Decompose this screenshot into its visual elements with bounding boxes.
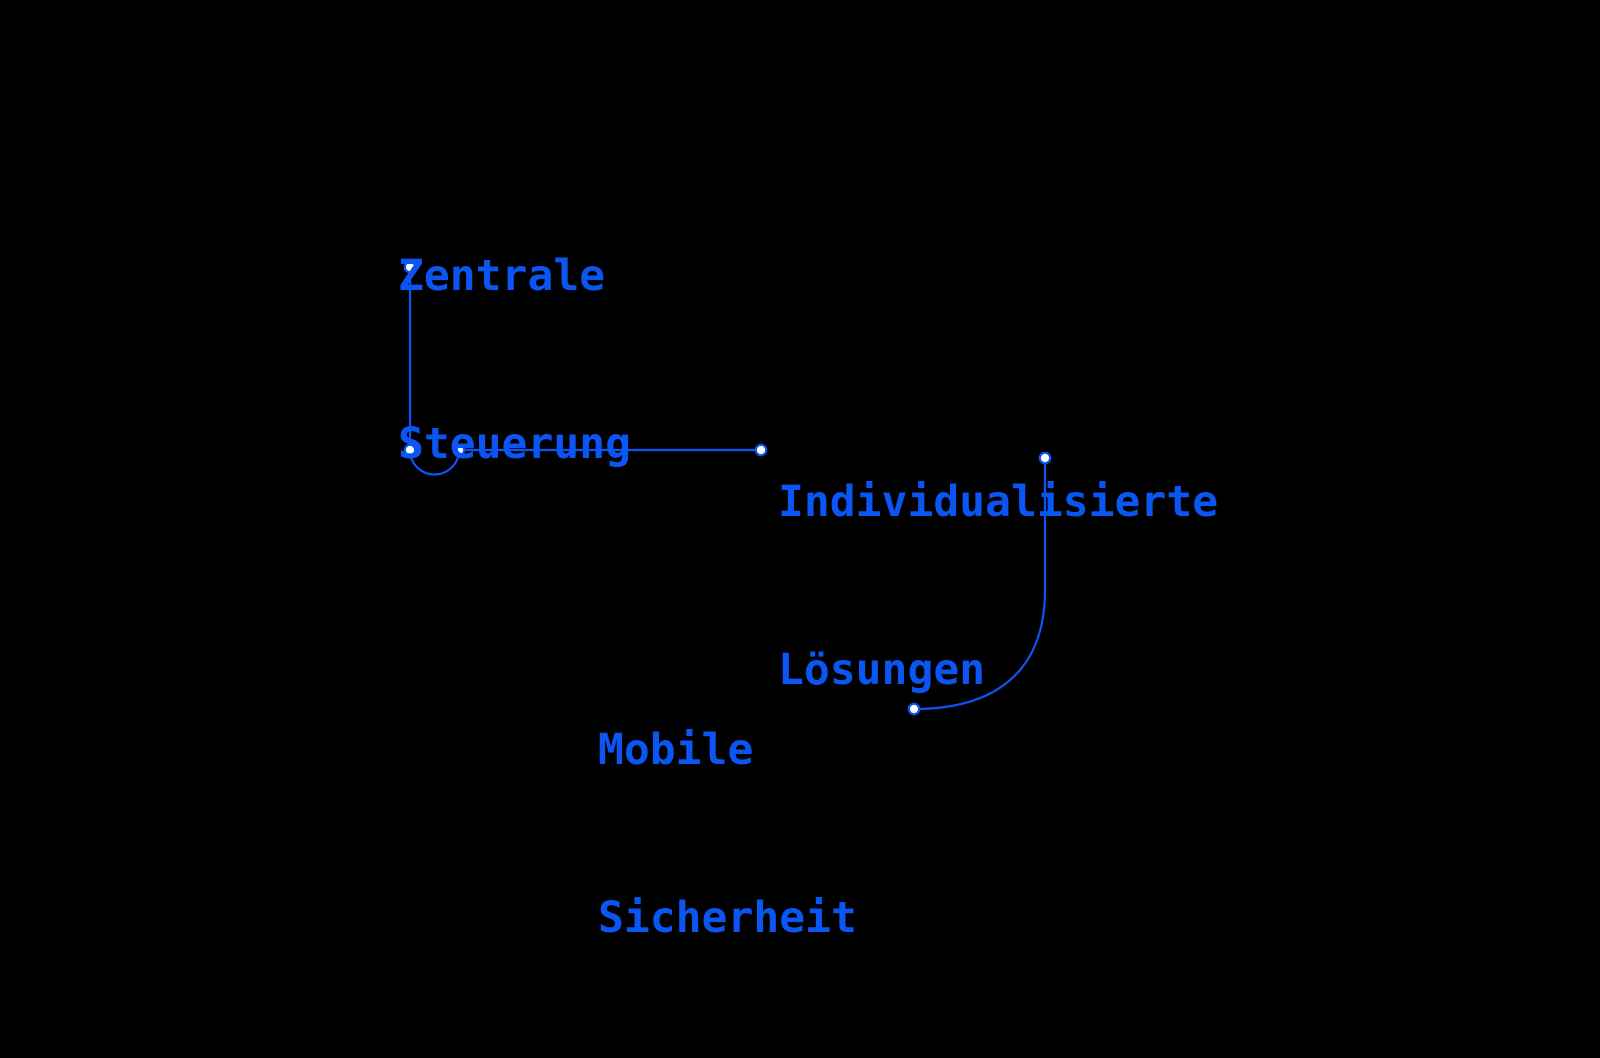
connector-layer [403,260,1052,716]
dot-mobile-right-icon [907,702,921,716]
node-label-line: Individualisierte [778,477,1219,527]
dot-loesungen-left-icon [754,443,768,457]
dot-zentrale-top-icon [403,260,417,274]
dot-curve-right-icon [452,443,466,457]
node-label-mobile-sicherheit: Mobile Sicherheit [598,610,857,1058]
node-label-line: Mobile [598,725,754,775]
connector-zentrale-to-loesungen-path [408,265,763,476]
node-label-line: Steuerung [398,419,631,469]
dot-loesungen-right-icon [1038,451,1052,465]
diagram-canvas: Zentrale Steuerung Individualisierte Lös… [398,136,1219,943]
node-label-line: Sicherheit [598,893,857,943]
dot-curve-left-icon [403,443,417,457]
node-label-line: Zentrale [398,251,606,301]
node-label-individualisierte-loesungen: Individualisierte Lösungen [778,362,1218,810]
connector-loesungen-to-mobile-path [912,456,1047,711]
node-label-line: Lösungen [778,645,986,695]
node-label-zentrale-steuerung: Zentrale Steuerung [398,136,631,584]
